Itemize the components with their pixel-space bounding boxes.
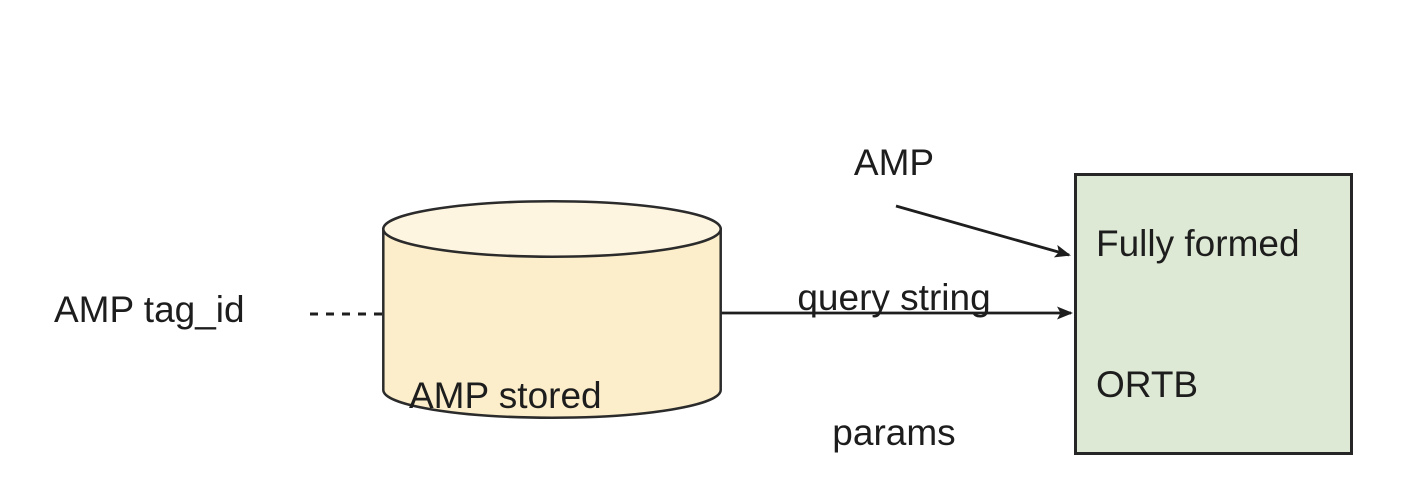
query-label-line-3: params bbox=[832, 412, 956, 453]
query-label-line-2: query string bbox=[797, 277, 991, 318]
cylinder-body-shape bbox=[382, 227, 722, 419]
stored-request-cylinder-label: AMP stored request template bbox=[409, 283, 685, 498]
cylinder-label-line-1: AMP stored bbox=[409, 375, 602, 416]
query-label-line-1: AMP bbox=[853, 142, 935, 183]
ortb-label-line-1: Fully formed bbox=[1096, 223, 1300, 264]
stored-request-cylinder bbox=[382, 200, 722, 419]
amp-query-string-params-label: AMP query string params bbox=[734, 50, 1054, 498]
amp-tag-id-label: AMP tag_id bbox=[54, 289, 245, 330]
cylinder-top-shape bbox=[382, 200, 722, 258]
ortb-box-label: Fully formed ORTB bbox=[1077, 126, 1300, 498]
ortb-label-line-2: ORTB bbox=[1096, 364, 1199, 405]
ortb-box: Fully formed ORTB bbox=[1074, 173, 1353, 455]
